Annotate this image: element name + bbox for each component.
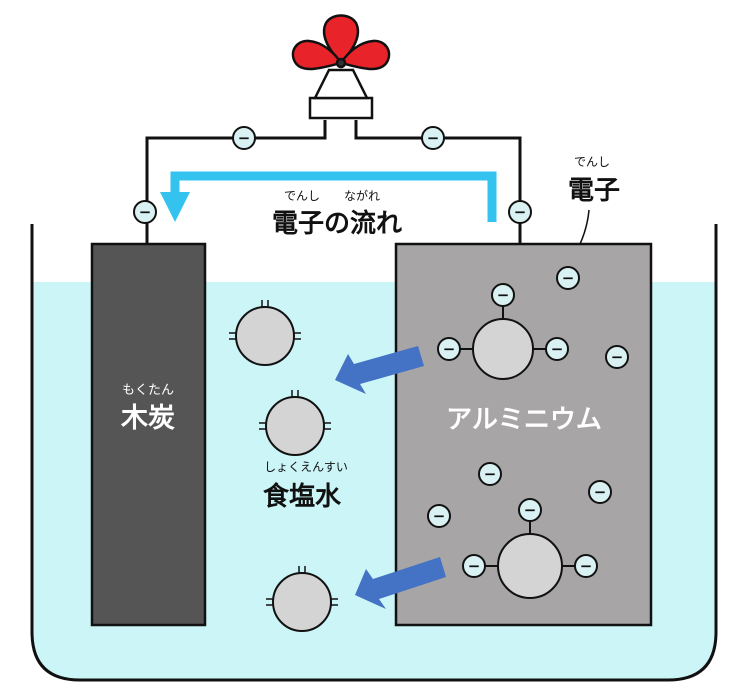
electron-sign: − [497, 286, 510, 304]
free-electron: − [605, 345, 629, 369]
electron-sign: − [443, 340, 456, 358]
electron-sign: − [433, 507, 446, 525]
electron-flow-arrow [170, 171, 497, 222]
electron-sign: − [484, 465, 497, 483]
electron-layer: − − − − − − − − − − − − − − − [133, 126, 629, 578]
free-electron: − [588, 480, 612, 504]
electron-sign: − [551, 340, 564, 358]
fan-base [312, 68, 370, 100]
free-electron: − [232, 126, 256, 150]
electron-flow-arrowhead [160, 192, 190, 222]
electron-sign: − [514, 203, 527, 221]
electron-sign: − [139, 203, 152, 221]
propeller-fan-icon [291, 14, 391, 71]
charcoal-ruby: もくたん [122, 383, 174, 398]
free-electron: − [421, 126, 445, 150]
fan [291, 14, 391, 120]
bound-electron: − [462, 554, 486, 578]
bound-electron: − [545, 337, 569, 361]
electron-sign: − [427, 129, 440, 147]
fan-motor [308, 96, 374, 120]
electron-sign: − [580, 557, 593, 575]
bound-electron: − [518, 498, 542, 522]
bound-electron: − [437, 337, 461, 361]
charcoal-electrode [90, 242, 207, 627]
electron-sign: − [611, 348, 624, 366]
ion-arrow-lower [355, 557, 446, 609]
charcoal-label: 木炭 [120, 403, 175, 434]
aluminum-ion [229, 300, 301, 366]
saltwater-label: 食塩水 [263, 481, 342, 512]
free-electron: − [508, 200, 532, 224]
bound-electron: − [574, 554, 598, 578]
electron-ruby: でんし [574, 155, 610, 169]
free-electron: − [133, 200, 157, 224]
electron-sign: − [524, 501, 537, 519]
arrow-left-down-icon [160, 171, 497, 222]
electron-sign: − [562, 269, 575, 287]
electron-flow-ruby: でんし ながれ [284, 188, 380, 203]
arrow-down-left-icon [335, 346, 446, 609]
electron-label: 電子 [568, 176, 620, 206]
electron-sign: − [238, 129, 251, 147]
free-electron: − [478, 462, 502, 486]
electron-sign: − [468, 557, 481, 575]
electron-flow-label: 電子の流れ [272, 209, 402, 239]
electron-sign: − [594, 483, 607, 501]
bound-electron: − [491, 283, 515, 307]
aluminum-ion [266, 566, 338, 632]
free-electron: − [556, 266, 580, 290]
aluminum-ion [259, 390, 331, 456]
beaker-wall [30, 224, 718, 682]
ion-arrow-upper [335, 346, 424, 394]
saltwater-ruby: しょくえんすい [264, 460, 348, 474]
aluminum-label: アルミニウム [446, 405, 602, 435]
free-electron: − [427, 504, 451, 528]
